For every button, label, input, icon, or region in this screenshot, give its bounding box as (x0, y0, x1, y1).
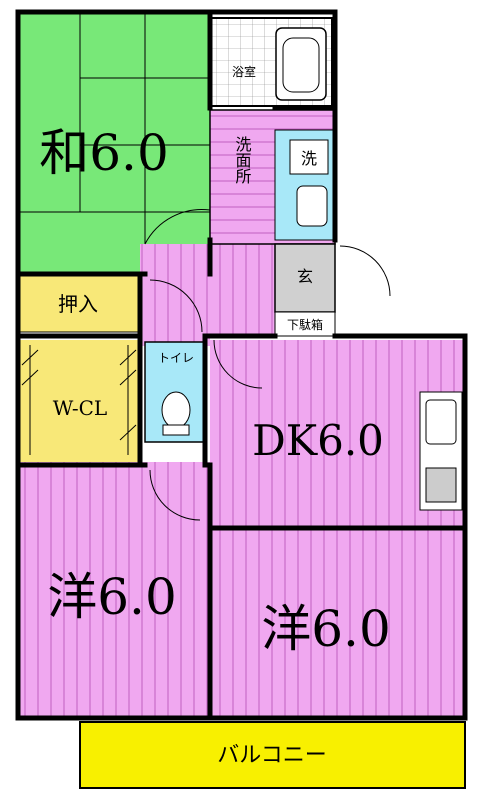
walls (15, 9, 468, 721)
dk-label: DK6.0 (252, 416, 384, 465)
shoe-box-label: 下駄箱 (287, 317, 323, 332)
stove (425, 467, 457, 503)
yoshitsu-left-label: 洋6.0 (47, 568, 177, 626)
yoshitsu-left (18, 462, 210, 717)
balcony-label: バルコニー (217, 743, 327, 768)
vanity-sink (296, 185, 328, 227)
closet-rails (21, 345, 137, 455)
washitsu-room (18, 12, 210, 274)
shoe-box (274, 311, 336, 337)
bath-label: 浴室 (232, 64, 256, 79)
walk-in-closet (18, 340, 140, 462)
yoshitsu-right (210, 528, 465, 717)
washer-pan (289, 139, 329, 175)
hallway-lower (140, 336, 210, 346)
oshiire-label: 押入 (58, 292, 98, 316)
kitchen-sink (425, 399, 457, 445)
senmenjo-label: 洗面所 (233, 136, 252, 184)
oshiire-closet (17, 273, 141, 333)
wcl-label: W-CL (53, 396, 107, 420)
bathtub-inner (282, 37, 320, 93)
washer-label: 洗 (301, 149, 317, 168)
toilet-tank (162, 424, 190, 436)
washitsu-label: 和6.0 (39, 124, 169, 182)
toilet-label: トイレ (158, 351, 194, 365)
toilet-bowl (161, 391, 191, 429)
genkan-label: 玄 (297, 267, 313, 286)
door-swings (144, 208, 391, 521)
balcony (79, 721, 466, 789)
yoshitsu-right-label: 洋6.0 (261, 600, 391, 658)
